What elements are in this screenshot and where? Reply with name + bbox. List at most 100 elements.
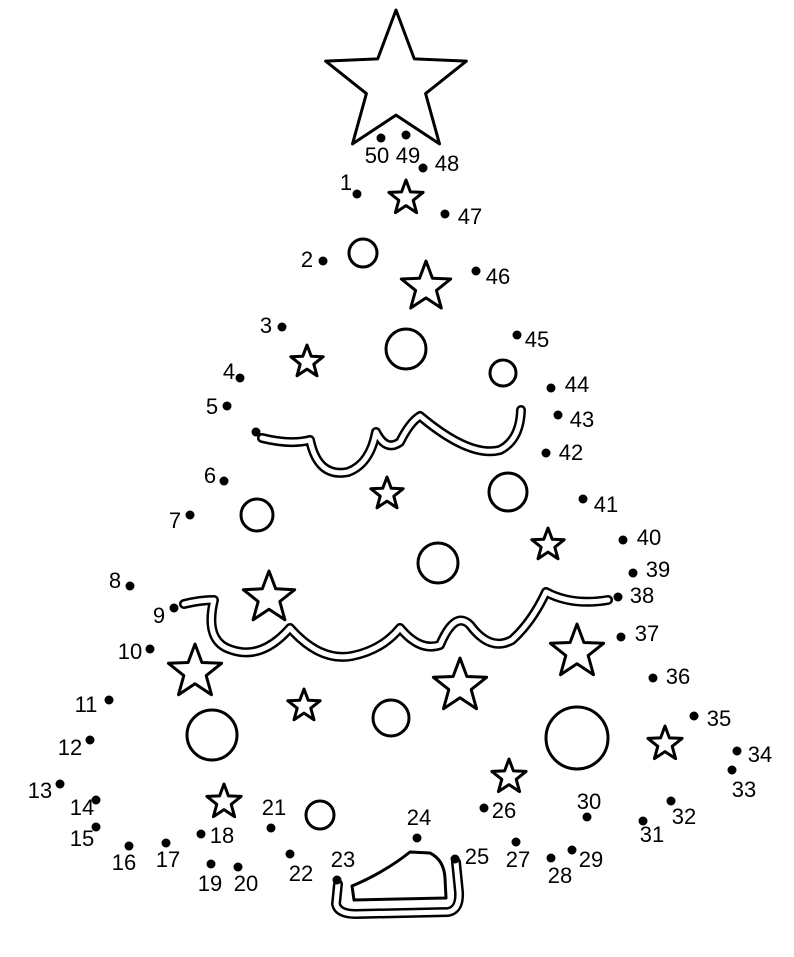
dot-12[interactable]: 12: [58, 735, 95, 760]
dot-7[interactable]: 7: [169, 508, 195, 533]
dot-marker[interactable]: [219, 476, 229, 486]
dot-marker[interactable]: [376, 133, 386, 143]
dot-marker[interactable]: [196, 829, 206, 839]
dot-41[interactable]: 41: [578, 492, 619, 517]
dot-marker[interactable]: [418, 163, 428, 173]
dot-8[interactable]: 8: [109, 568, 135, 593]
dot-6[interactable]: 6: [204, 463, 229, 488]
dot-2[interactable]: 2: [301, 247, 328, 272]
dot-marker[interactable]: [124, 841, 134, 851]
dot-marker[interactable]: [732, 746, 742, 756]
dot-30[interactable]: 30: [577, 789, 601, 822]
dot-marker[interactable]: [412, 833, 422, 843]
dot-36[interactable]: 36: [648, 664, 691, 689]
dot-49[interactable]: 49: [396, 130, 420, 169]
dot-marker[interactable]: [689, 711, 699, 721]
dot-29[interactable]: 29: [567, 845, 604, 873]
dot-15[interactable]: 15: [70, 822, 101, 852]
dot-32[interactable]: 32: [666, 796, 697, 830]
dot-marker[interactable]: [582, 812, 592, 822]
dot-25[interactable]: 25: [450, 844, 490, 869]
dot-19[interactable]: 19: [198, 859, 222, 897]
dot-17[interactable]: 17: [156, 838, 180, 873]
dot-39[interactable]: 39: [628, 557, 671, 582]
dot-47[interactable]: 47: [440, 204, 483, 229]
dot-marker[interactable]: [618, 535, 628, 545]
dot-1[interactable]: 1: [340, 170, 362, 199]
dot-marker[interactable]: [145, 644, 155, 654]
dot-marker[interactable]: [440, 209, 450, 219]
dot-marker[interactable]: [546, 853, 556, 863]
dot-46[interactable]: 46: [471, 264, 511, 289]
dot-42[interactable]: 42: [541, 440, 584, 465]
dot-marker[interactable]: [471, 266, 481, 276]
dot-marker[interactable]: [169, 603, 179, 613]
dot-marker[interactable]: [352, 189, 362, 199]
dot-9[interactable]: 9: [153, 603, 179, 628]
dot-3[interactable]: 3: [260, 313, 287, 338]
dot-marker[interactable]: [512, 330, 522, 340]
dot-21[interactable]: 21: [262, 795, 286, 833]
dot-marker[interactable]: [235, 373, 245, 383]
dot-marker[interactable]: [91, 795, 101, 805]
dot-35[interactable]: 35: [689, 706, 732, 731]
dot-marker[interactable]: [161, 838, 171, 848]
dot-marker[interactable]: [553, 410, 563, 420]
dot-28[interactable]: 28: [546, 853, 573, 889]
dot-37[interactable]: 37: [616, 621, 660, 646]
dot-23[interactable]: 23: [331, 847, 355, 885]
dot-45[interactable]: 45: [512, 327, 550, 352]
dot-marker[interactable]: [628, 568, 638, 578]
dot-marker[interactable]: [546, 383, 556, 393]
dot-marker[interactable]: [401, 130, 411, 140]
dot-14[interactable]: 14: [70, 795, 101, 820]
dot-marker[interactable]: [666, 796, 676, 806]
dot-marker[interactable]: [727, 765, 737, 775]
dot-31[interactable]: 31: [638, 816, 665, 848]
dot-40[interactable]: 40: [618, 525, 662, 550]
dot-marker[interactable]: [104, 695, 114, 705]
dot-50[interactable]: 50: [365, 133, 389, 169]
dot-44[interactable]: 44: [546, 372, 590, 397]
dot-4[interactable]: 4: [223, 359, 245, 384]
dot-20[interactable]: 20: [233, 862, 259, 897]
dot-16[interactable]: 16: [112, 841, 136, 876]
dot-marker[interactable]: [648, 673, 658, 683]
dot-22[interactable]: 22: [285, 849, 314, 887]
dot-11[interactable]: 11: [75, 692, 114, 717]
dot-13[interactable]: 13: [28, 778, 65, 803]
dot-10[interactable]: 10: [118, 639, 155, 664]
dot-marker[interactable]: [450, 854, 460, 864]
dot-marker[interactable]: [85, 735, 95, 745]
dot-marker[interactable]: [479, 803, 489, 813]
dot-38[interactable]: 38: [613, 583, 655, 608]
dot-48[interactable]: 48: [418, 151, 460, 176]
dot-marker[interactable]: [55, 779, 65, 789]
dot-marker[interactable]: [567, 845, 577, 855]
dot-marker[interactable]: [266, 823, 276, 833]
dot-marker[interactable]: [613, 592, 623, 602]
dot-marker[interactable]: [125, 581, 135, 591]
dot-34[interactable]: 34: [732, 742, 773, 767]
dot-18[interactable]: 18: [196, 823, 235, 848]
dot-marker[interactable]: [541, 448, 551, 458]
dot-marker[interactable]: [206, 859, 216, 869]
dot-5[interactable]: 5: [206, 394, 232, 419]
dot-marker[interactable]: [277, 322, 287, 332]
dot-26[interactable]: 26: [479, 798, 517, 823]
dot-marker[interactable]: [511, 837, 521, 847]
dot-marker[interactable]: [332, 875, 342, 885]
dot-33[interactable]: 33: [727, 765, 757, 803]
dot-marker[interactable]: [185, 510, 195, 520]
dot-marker[interactable]: [91, 822, 101, 832]
dot-marker[interactable]: [233, 862, 243, 872]
dot-marker[interactable]: [318, 256, 328, 266]
dot-marker[interactable]: [222, 401, 232, 411]
dot-marker[interactable]: [578, 494, 588, 504]
dot-marker[interactable]: [285, 849, 295, 859]
dot-43[interactable]: 43: [553, 407, 595, 432]
dot-24[interactable]: 24: [407, 805, 431, 843]
dot-27[interactable]: 27: [506, 837, 530, 873]
dot-marker[interactable]: [638, 816, 648, 826]
dot-marker[interactable]: [616, 632, 626, 642]
